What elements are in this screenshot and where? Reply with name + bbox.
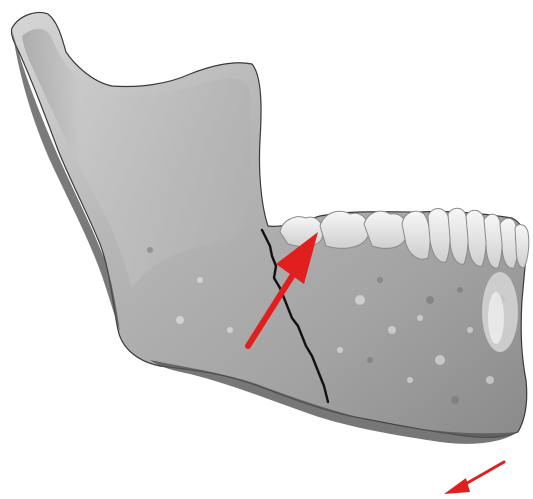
red-arrow-small [444,462,504,494]
